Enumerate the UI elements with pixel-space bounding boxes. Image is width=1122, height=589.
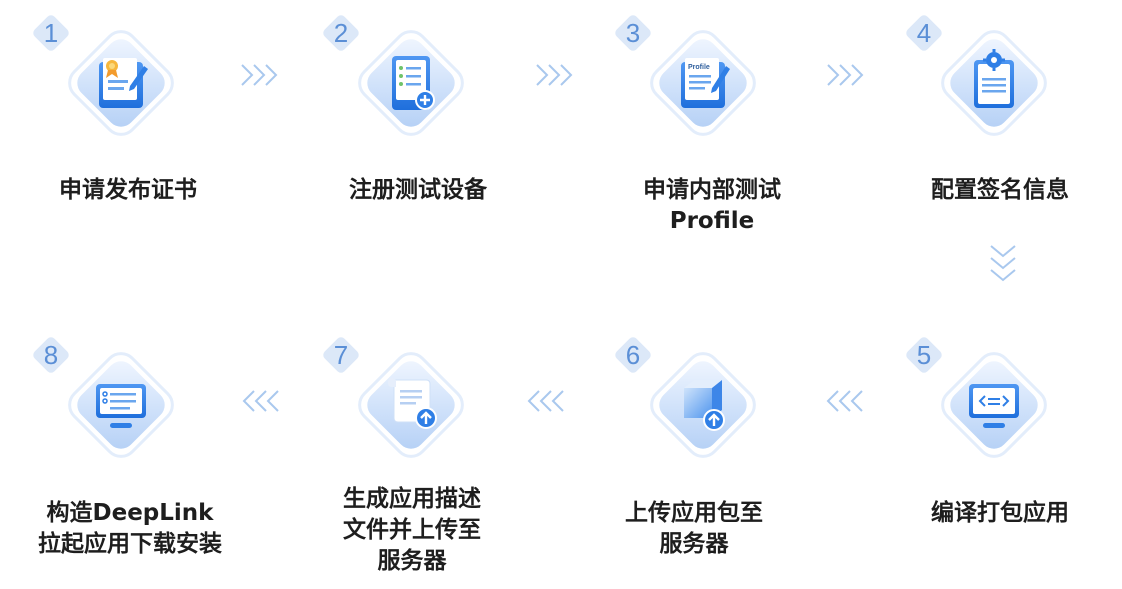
step-number-badge: 2 — [318, 10, 364, 56]
step-6-label: 上传应用包至 服务器 — [625, 500, 763, 557]
step-3: 3 Profile — [612, 15, 822, 220]
step-number-badge: 1 — [28, 10, 74, 56]
step-1: 1 — [30, 15, 240, 220]
step-number: 3 — [625, 18, 641, 48]
step-5: 5 — [903, 337, 1113, 542]
arrow-right-icon — [241, 64, 278, 86]
step-number-badge: 3 — [610, 10, 656, 56]
step-8: 8 — [30, 337, 240, 542]
step-7: 7 — [320, 337, 530, 542]
step-number: 4 — [916, 18, 932, 48]
step-2: 2 — [320, 15, 530, 220]
step-number: 2 — [333, 18, 349, 48]
list-monitor-icon — [68, 352, 174, 458]
arrow-left-icon — [527, 390, 564, 412]
arrow-down-icon — [990, 245, 1016, 282]
step-number-badge: 7 — [318, 332, 364, 378]
step-number: 7 — [333, 340, 349, 370]
upload-cube-icon — [650, 352, 756, 458]
step-3-label: 申请内部测试 Profile — [643, 177, 781, 234]
profile-doc-icon: Profile — [650, 30, 756, 136]
step-8-label: 构造DeepLink 拉起应用下载安装 — [38, 500, 222, 557]
arrow-left-icon — [826, 390, 863, 412]
add-device-doc-icon — [358, 30, 464, 136]
step-2-label: 注册测试设备 — [349, 177, 487, 203]
step-7-label: 生成应用描述 文件并上传至 服务器 — [343, 486, 481, 574]
step-4-label: 配置签名信息 — [931, 177, 1069, 203]
step-5-label: 编译打包应用 — [931, 500, 1069, 526]
step-number: 6 — [625, 340, 641, 370]
code-monitor-icon — [941, 352, 1047, 458]
step-number-badge: 6 — [610, 332, 656, 378]
step-1-label: 申请发布证书 — [59, 177, 197, 203]
upload-scroll-icon — [358, 352, 464, 458]
step-number-badge: 4 — [901, 10, 947, 56]
step-number: 8 — [43, 340, 59, 370]
step-4: 4 — [903, 15, 1113, 220]
arrow-right-icon — [827, 64, 864, 86]
arrow-right-icon — [536, 64, 573, 86]
step-number-badge: 5 — [901, 332, 947, 378]
arrow-left-icon — [242, 390, 279, 412]
step-number: 5 — [916, 340, 932, 370]
settings-doc-icon — [941, 30, 1047, 136]
step-number: 1 — [43, 18, 59, 48]
profile-icon-text: Profile — [688, 64, 710, 71]
step-number-badge: 8 — [28, 332, 74, 378]
certificate-doc-icon — [68, 30, 174, 136]
step-6: 6 — [612, 337, 822, 542]
